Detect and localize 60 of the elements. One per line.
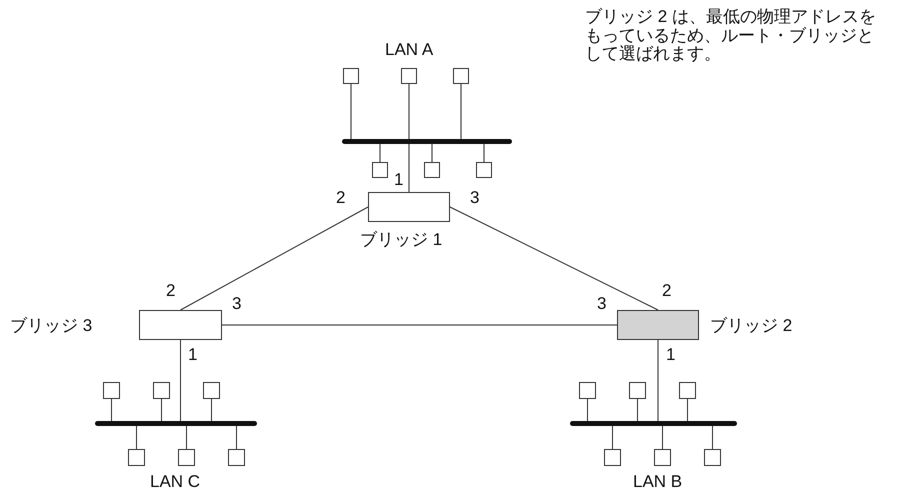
link-line bbox=[180, 340, 181, 422]
bridge-box bbox=[139, 310, 222, 340]
bridge-box bbox=[617, 310, 699, 340]
bridge-label: ブリッジ 1 bbox=[360, 230, 442, 250]
station-box bbox=[128, 449, 145, 466]
station-box bbox=[228, 449, 245, 466]
station-box bbox=[103, 382, 120, 399]
link-line bbox=[211, 398, 212, 422]
station-box bbox=[372, 162, 388, 178]
station-box bbox=[453, 68, 469, 84]
link-line bbox=[186, 426, 187, 450]
link-line bbox=[408, 84, 410, 140]
port-number: 2 bbox=[336, 188, 346, 208]
port-number: 2 bbox=[662, 281, 672, 301]
bridge-label: ブリッジ 3 bbox=[10, 316, 92, 336]
link-line bbox=[350, 84, 352, 140]
link-line bbox=[460, 84, 462, 140]
station-box bbox=[401, 68, 417, 84]
link-line bbox=[450, 206, 658, 310]
link-line bbox=[662, 426, 663, 450]
link-line bbox=[111, 398, 112, 422]
port-number: 1 bbox=[666, 345, 676, 365]
link-line bbox=[222, 324, 618, 326]
bridge-label: ブリッジ 2 bbox=[710, 316, 792, 336]
link-line bbox=[236, 426, 237, 450]
station-box bbox=[704, 449, 721, 466]
note-text: ブリッジ 2 は、最低の物理アドレスをもっているため、ルート・ブリッジとして選ばれます。 bbox=[585, 8, 877, 64]
port-number: 1 bbox=[188, 345, 198, 365]
lan-label: LAN B bbox=[633, 472, 682, 492]
station-box bbox=[178, 449, 195, 466]
lan-bus bbox=[342, 139, 512, 144]
station-box bbox=[604, 449, 621, 466]
station-box bbox=[476, 162, 492, 178]
link-line bbox=[687, 398, 688, 422]
station-box bbox=[424, 162, 440, 178]
lan-bus bbox=[95, 421, 257, 426]
link-line bbox=[180, 206, 368, 310]
port-number: 3 bbox=[597, 294, 606, 314]
port-number: 1 bbox=[394, 170, 404, 190]
station-box bbox=[343, 68, 359, 84]
lan-bus bbox=[570, 421, 737, 426]
link-line bbox=[587, 398, 588, 422]
port-number: 3 bbox=[470, 188, 480, 208]
link-line bbox=[612, 426, 613, 450]
port-number: 3 bbox=[232, 294, 242, 314]
port-number: 2 bbox=[166, 281, 176, 301]
station-box bbox=[579, 382, 596, 399]
station-box bbox=[679, 382, 696, 399]
station-box bbox=[153, 382, 170, 399]
bridge-box bbox=[368, 192, 450, 222]
lan-label: LAN C bbox=[150, 472, 200, 492]
link-line bbox=[161, 398, 162, 422]
link-line bbox=[136, 426, 137, 450]
lan-label: LAN A bbox=[385, 40, 434, 60]
station-box bbox=[629, 382, 646, 399]
station-box bbox=[654, 449, 671, 466]
link-line bbox=[712, 426, 713, 450]
station-box bbox=[203, 382, 220, 399]
link-line bbox=[408, 144, 410, 192]
link-line bbox=[637, 398, 638, 422]
